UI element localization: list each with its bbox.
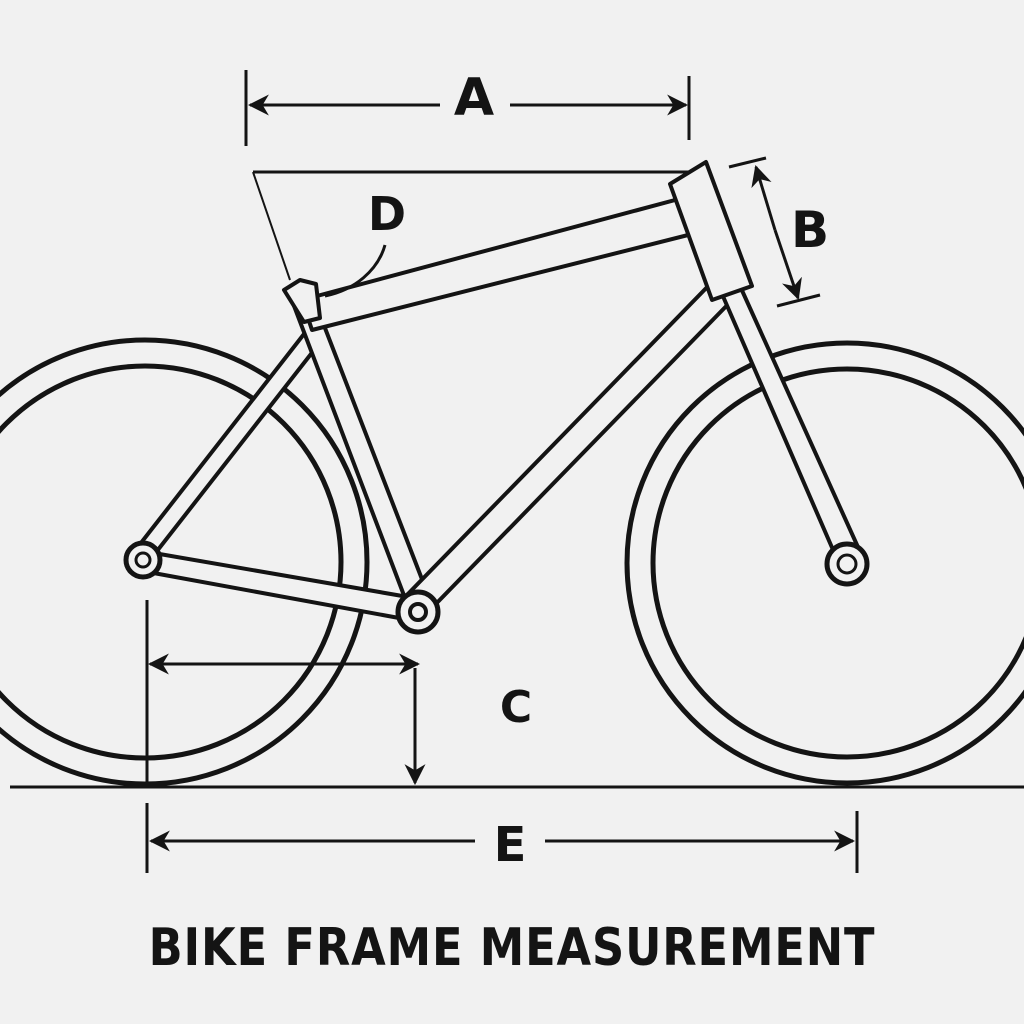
chainstay (146, 550, 416, 622)
frame (135, 160, 864, 622)
bottom-bracket (395, 589, 441, 635)
dimension-e (145, 803, 859, 873)
head-tube (668, 160, 754, 302)
rear-wheel (0, 337, 370, 787)
fork (720, 284, 864, 568)
dimension-d-arc (324, 244, 387, 298)
seat-tube (286, 282, 432, 608)
label-d: D (367, 187, 407, 241)
seat-tube-cap (282, 278, 322, 324)
front-wheel (624, 340, 1024, 786)
diagram-title: BIKE FRAME MEASUREMENT (148, 918, 876, 978)
label-c: C (499, 682, 533, 733)
dimension-b (728, 156, 821, 308)
top-tube (300, 194, 702, 332)
rear-axle (123, 540, 163, 580)
down-tube (402, 276, 742, 614)
front-axle (824, 541, 870, 587)
dimension-a (244, 70, 691, 146)
label-e: E (493, 817, 527, 873)
label-b: B (790, 201, 830, 259)
top-reference-lines (252, 170, 690, 281)
dimension-c (145, 600, 426, 787)
label-a: A (453, 68, 495, 128)
